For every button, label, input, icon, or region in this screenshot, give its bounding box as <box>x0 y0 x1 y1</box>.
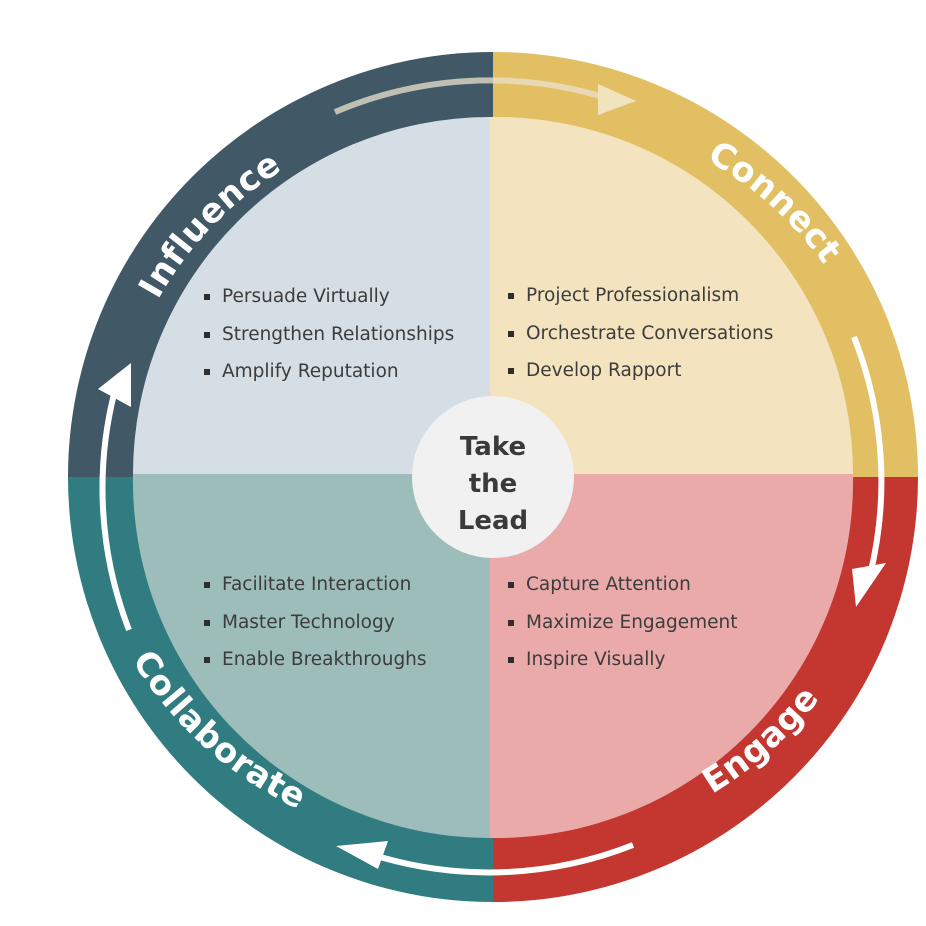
bullet-square-icon <box>204 331 210 338</box>
list-item: Enable Breakthroughs <box>204 647 427 685</box>
list-item: Maximize Engagement <box>508 610 738 648</box>
bullet-square-icon <box>508 368 514 374</box>
bullet-square-icon <box>204 619 210 626</box>
bullet-square-icon <box>204 294 210 300</box>
center-line-2: the <box>469 469 518 499</box>
list-item: Persuade Virtually <box>204 284 454 322</box>
list-item: Amplify Reputation <box>204 359 454 397</box>
bullet-square-icon <box>508 293 514 299</box>
bullet-square-icon <box>508 330 514 337</box>
engage-panel <box>490 474 854 839</box>
list-item: Capture Attention <box>508 572 738 610</box>
list-item: Project Professionalism <box>508 283 773 321</box>
arrow-influence-to-connect <box>333 77 636 115</box>
bullet-square-icon <box>204 369 210 375</box>
arrow-engage-to-collaborate <box>336 841 635 876</box>
bullet-square-icon <box>508 619 514 626</box>
bullet-square-icon <box>204 657 210 663</box>
collaborate-panel <box>132 474 490 838</box>
list-item: Inspire Visually <box>508 647 738 685</box>
list-item: Strengthen Relationships <box>204 322 454 360</box>
center-line-1: Take <box>460 432 526 462</box>
list-item: Facilitate Interaction <box>204 572 427 610</box>
list-item: Master Technology <box>204 610 427 648</box>
bullet-square-icon <box>204 582 210 588</box>
arrow-connect-to-engage <box>851 335 886 607</box>
influence-list: Persuade Virtually Strengthen Relationsh… <box>204 284 454 397</box>
bullet-square-icon <box>508 582 514 588</box>
engage-list: Capture Attention Maximize Engagement In… <box>508 572 738 685</box>
connect-list: Project Professionalism Orchestrate Conv… <box>508 283 773 396</box>
arrow-collaborate-to-influence <box>98 363 132 632</box>
list-item: Develop Rapport <box>508 358 773 396</box>
influence-panel <box>133 117 490 474</box>
collaborate-list: Facilitate Interaction Master Technology… <box>204 572 427 685</box>
center-circle <box>412 396 574 558</box>
center-line-3: Lead <box>458 506 528 536</box>
list-item: Orchestrate Conversations <box>508 321 773 359</box>
bullet-square-icon <box>508 657 514 663</box>
connect-panel <box>490 116 853 474</box>
